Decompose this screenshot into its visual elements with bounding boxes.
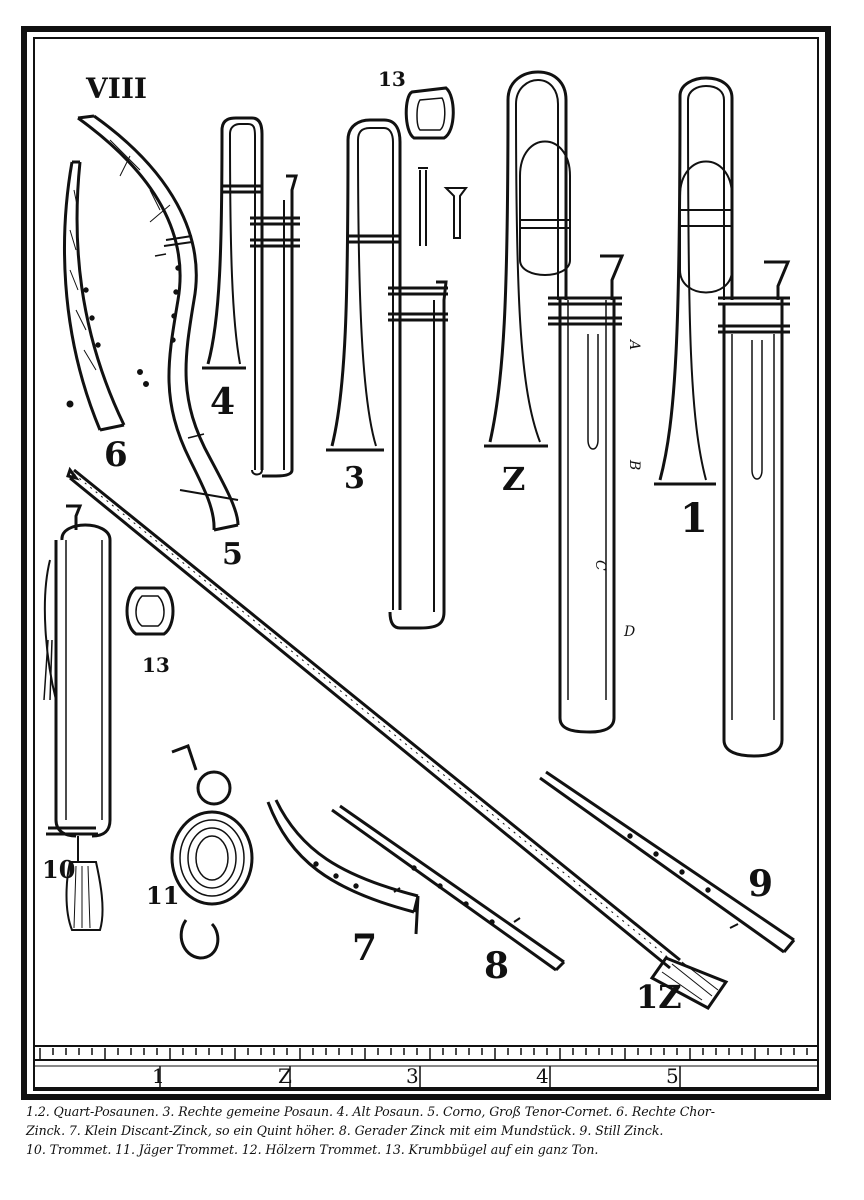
ruler-label-1: 1 xyxy=(152,1064,165,1088)
plate-numbers: 1 Z 3 4 5 6 7 8 9 10 11 1Z 13 13 xyxy=(42,67,773,1016)
margin-stamp-4: D xyxy=(623,624,635,640)
instrument-2-quart-trombone-icon xyxy=(484,70,625,734)
plate-frame-outer xyxy=(21,26,831,1100)
ruler-labels: 1 Z 3 4 5 xyxy=(152,1064,679,1088)
instrument-10-trumpet-icon xyxy=(43,504,112,931)
instrument-12-wooden-trumpet-icon xyxy=(66,466,729,1010)
instrument-5-corno-icon xyxy=(77,114,240,532)
instrument-8-straight-cornett-icon xyxy=(331,804,566,972)
instrument-7-discant-cornett-icon xyxy=(266,799,420,935)
label-13-top: 13 xyxy=(378,67,406,91)
instrument-11-hunting-horn-icon xyxy=(170,744,254,960)
label-5: 5 xyxy=(222,537,243,572)
label-13-left: 13 xyxy=(142,653,170,677)
instrument-4-alto-trombone-icon xyxy=(202,116,300,478)
ruler-label-2: Z xyxy=(278,1064,292,1088)
plate-caption: 1.2. Quart-Posaunen. 3. Rechte gemeine P… xyxy=(26,1102,842,1159)
instrument-9-still-cornett-icon xyxy=(539,770,796,954)
label-9: 9 xyxy=(748,863,773,905)
plate-frame-inner xyxy=(33,37,819,1089)
plate-title: VIII xyxy=(85,72,147,105)
margin-stamp-3: C xyxy=(592,560,608,571)
label-11: 11 xyxy=(146,881,179,910)
instrument-13-crook-icon xyxy=(125,586,175,636)
label-1: 1 xyxy=(680,495,708,542)
scale-ruler xyxy=(33,1045,819,1091)
instrument-6-curved-cornett-icon xyxy=(63,160,126,432)
label-12: 1Z xyxy=(636,978,682,1016)
label-10: 10 xyxy=(42,855,75,884)
ruler-label-4: 4 xyxy=(536,1064,549,1088)
ruler-ticks xyxy=(39,1048,808,1090)
label-6: 6 xyxy=(104,435,128,475)
label-2: Z xyxy=(502,460,525,498)
ruler-label-3: 3 xyxy=(406,1064,419,1088)
instrument-3-tenor-trombone-icon xyxy=(326,86,468,630)
label-7: 7 xyxy=(352,927,377,969)
margin-stamp-group: A B C D xyxy=(592,338,642,640)
caption-line: Zinck. 7. Klein Discant-Zinck, so ein Qu… xyxy=(26,1123,664,1138)
caption-line: 10. Trommet. 11. Jäger Trommet. 12. Hölz… xyxy=(26,1142,599,1157)
margin-stamp-1: A xyxy=(626,338,642,350)
ruler-label-5: 5 xyxy=(666,1064,679,1088)
label-8: 8 xyxy=(484,945,509,987)
margin-stamp-2: B xyxy=(626,459,642,470)
caption-line: 1.2. Quart-Posaunen. 3. Rechte gemeine P… xyxy=(26,1104,715,1119)
instrument-1-quart-trombone-icon xyxy=(654,76,791,758)
label-3: 3 xyxy=(344,461,365,496)
label-4: 4 xyxy=(210,381,235,423)
